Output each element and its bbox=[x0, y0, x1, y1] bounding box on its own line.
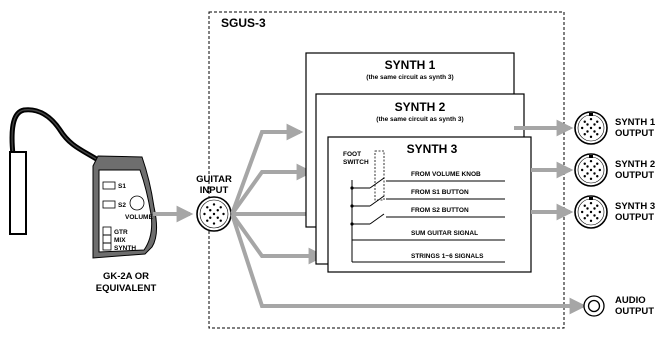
synth2-title: SYNTH 2 bbox=[395, 100, 446, 114]
synth1-subtitle: (the same circuit as synth 3) bbox=[366, 74, 453, 81]
synth1-output-line1: SYNTH 1 bbox=[615, 117, 656, 128]
sgus3-title: SGUS-3 bbox=[221, 16, 266, 30]
synth3-box: SYNTH 3 FOOT SWITCH FROM VOLUME KNOB FR bbox=[327, 136, 532, 273]
synth2-output-line2: OUTPUT bbox=[615, 170, 654, 181]
audio-output-line2: OUTPUT bbox=[615, 306, 654, 317]
signal-sum-guitar: SUM GUITAR SIGNAL bbox=[411, 230, 478, 237]
synth2-output-line1: SYNTH 2 bbox=[615, 159, 655, 170]
switch-s2 bbox=[352, 213, 505, 225]
volume-knob bbox=[129, 195, 145, 211]
foot-switch-link bbox=[374, 150, 385, 201]
selector-synth: SYNTH bbox=[114, 245, 136, 252]
foot-switch-line1: FOOT bbox=[343, 151, 361, 158]
mode-selector bbox=[102, 226, 112, 251]
gk2a-pickup: S1 S2 VOLUME GTR MIX SYNTH GK-2A OR EQUI… bbox=[9, 107, 158, 294]
volume-label: VOLUME bbox=[125, 214, 153, 221]
audio-output-line1: AUDIO bbox=[615, 295, 646, 306]
guitar-input-line2: INPUT bbox=[200, 185, 229, 196]
synth1-output-connector bbox=[574, 111, 608, 145]
selector-gtr: GTR bbox=[114, 229, 128, 236]
s1-button bbox=[102, 181, 116, 190]
synth2-subtitle: (the same circuit as synth 3) bbox=[376, 116, 463, 123]
foot-switch-line2: SWITCH bbox=[343, 159, 369, 166]
synth2-output-connector bbox=[574, 153, 608, 187]
guitar-input-line1: GUITAR bbox=[196, 174, 232, 185]
signal-flow-arrows bbox=[230, 123, 587, 315]
signal-s1-button: FROM S1 BUTTON bbox=[411, 189, 469, 196]
synth3-output-line1: SYNTH 3 bbox=[615, 201, 655, 212]
switch-s1 bbox=[352, 195, 505, 207]
audio-output-jack bbox=[583, 295, 605, 317]
selector-mix: MIX bbox=[114, 237, 126, 244]
synth1-title: SYNTH 1 bbox=[385, 58, 436, 72]
synth3-title: SYNTH 3 bbox=[407, 142, 458, 156]
synth3-output-connector bbox=[574, 195, 608, 229]
s2-label: S2 bbox=[118, 202, 126, 209]
pickup-name-line1: GK-2A OR bbox=[103, 271, 149, 282]
pickup-name-line2: EQUIVALENT bbox=[96, 283, 157, 294]
s1-label: S1 bbox=[118, 183, 126, 190]
signal-s2-button: FROM S2 BUTTON bbox=[411, 207, 469, 214]
guitar-input-connector: GUITAR INPUT bbox=[196, 174, 232, 232]
pickup-plug bbox=[9, 151, 27, 235]
signal-volume-knob: FROM VOLUME KNOB bbox=[411, 171, 481, 178]
signal-strings: STRINGS 1~6 SIGNALS bbox=[411, 253, 484, 260]
synth3-output-line2: OUTPUT bbox=[615, 212, 654, 223]
switch-volume bbox=[352, 177, 505, 189]
synth1-output-line2: OUTPUT bbox=[615, 128, 654, 139]
s2-button bbox=[102, 200, 116, 209]
